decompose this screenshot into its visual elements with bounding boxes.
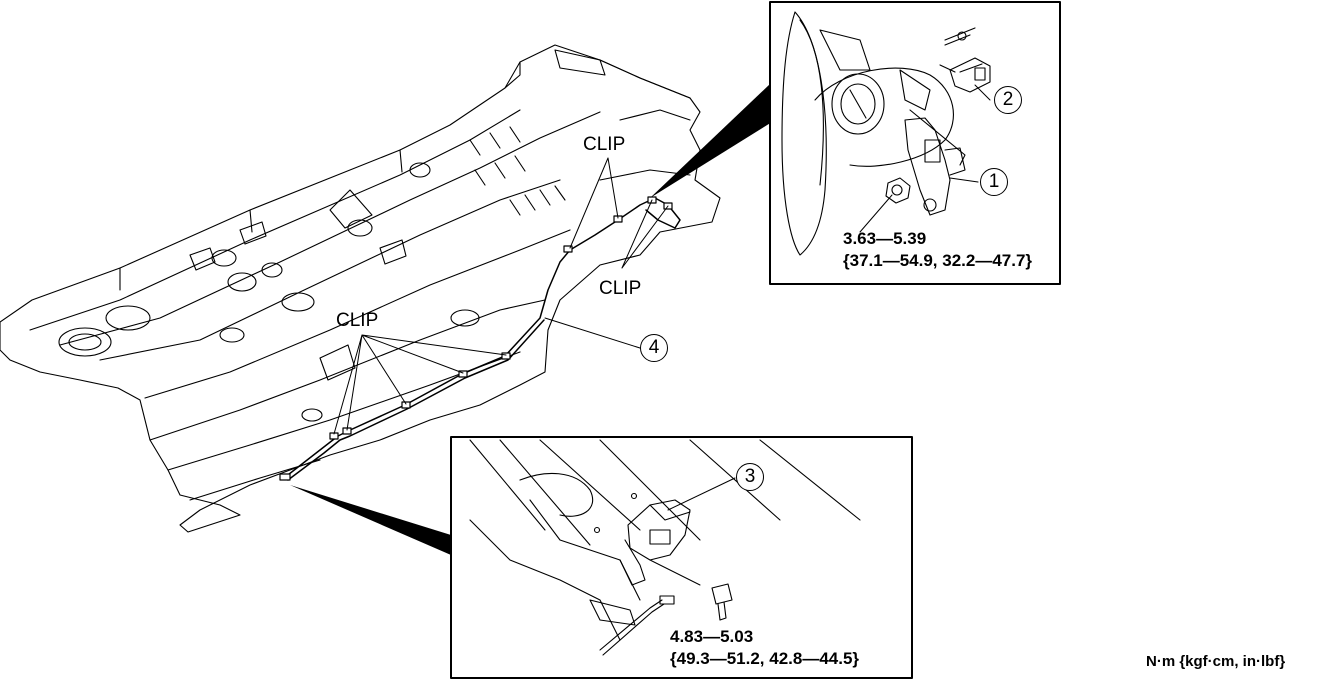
upper-detail-box xyxy=(769,1,1061,285)
clip-label-upper: CLIP xyxy=(583,134,626,155)
lower-detail-wedge xyxy=(290,485,451,555)
torque-upper-kgf-lbf: {37.1—54.9, 32.2—47.7} xyxy=(843,251,1033,270)
clip-leader-lines xyxy=(333,157,669,435)
torque-units-legend: N·m {kgf·cm, in·lbf} xyxy=(1146,653,1286,670)
torque-upper-nm: 3.63—5.39 xyxy=(843,229,927,248)
upper-detail-wedge xyxy=(650,84,772,198)
torque-lower-kgf-lbf: {49.3—51.2, 42.8—44.5} xyxy=(670,649,860,668)
upper-detail-leaders xyxy=(859,84,991,233)
callout-2: 2 xyxy=(994,86,1022,114)
torque-spec-upper: 3.63—5.39 {37.1—54.9, 32.2—47.7} xyxy=(843,228,1032,272)
callout-1: 1 xyxy=(980,168,1008,196)
callout-4: 4 xyxy=(640,334,668,362)
callout-3: 3 xyxy=(736,463,764,491)
clip-label-left: CLIP xyxy=(336,310,379,331)
torque-spec-lower: 4.83—5.03 {49.3—51.2, 42.8—44.5} xyxy=(670,626,859,670)
fuel-lid-opener-cable xyxy=(283,197,681,481)
upper-detail-fuel-lid xyxy=(781,11,991,256)
vehicle-floor-pan xyxy=(0,44,721,533)
lower-detail-latch xyxy=(469,439,861,656)
lower-detail-leaders xyxy=(649,477,736,586)
clip-label-right: CLIP xyxy=(599,278,642,299)
torque-lower-nm: 4.83—5.03 xyxy=(670,627,754,646)
